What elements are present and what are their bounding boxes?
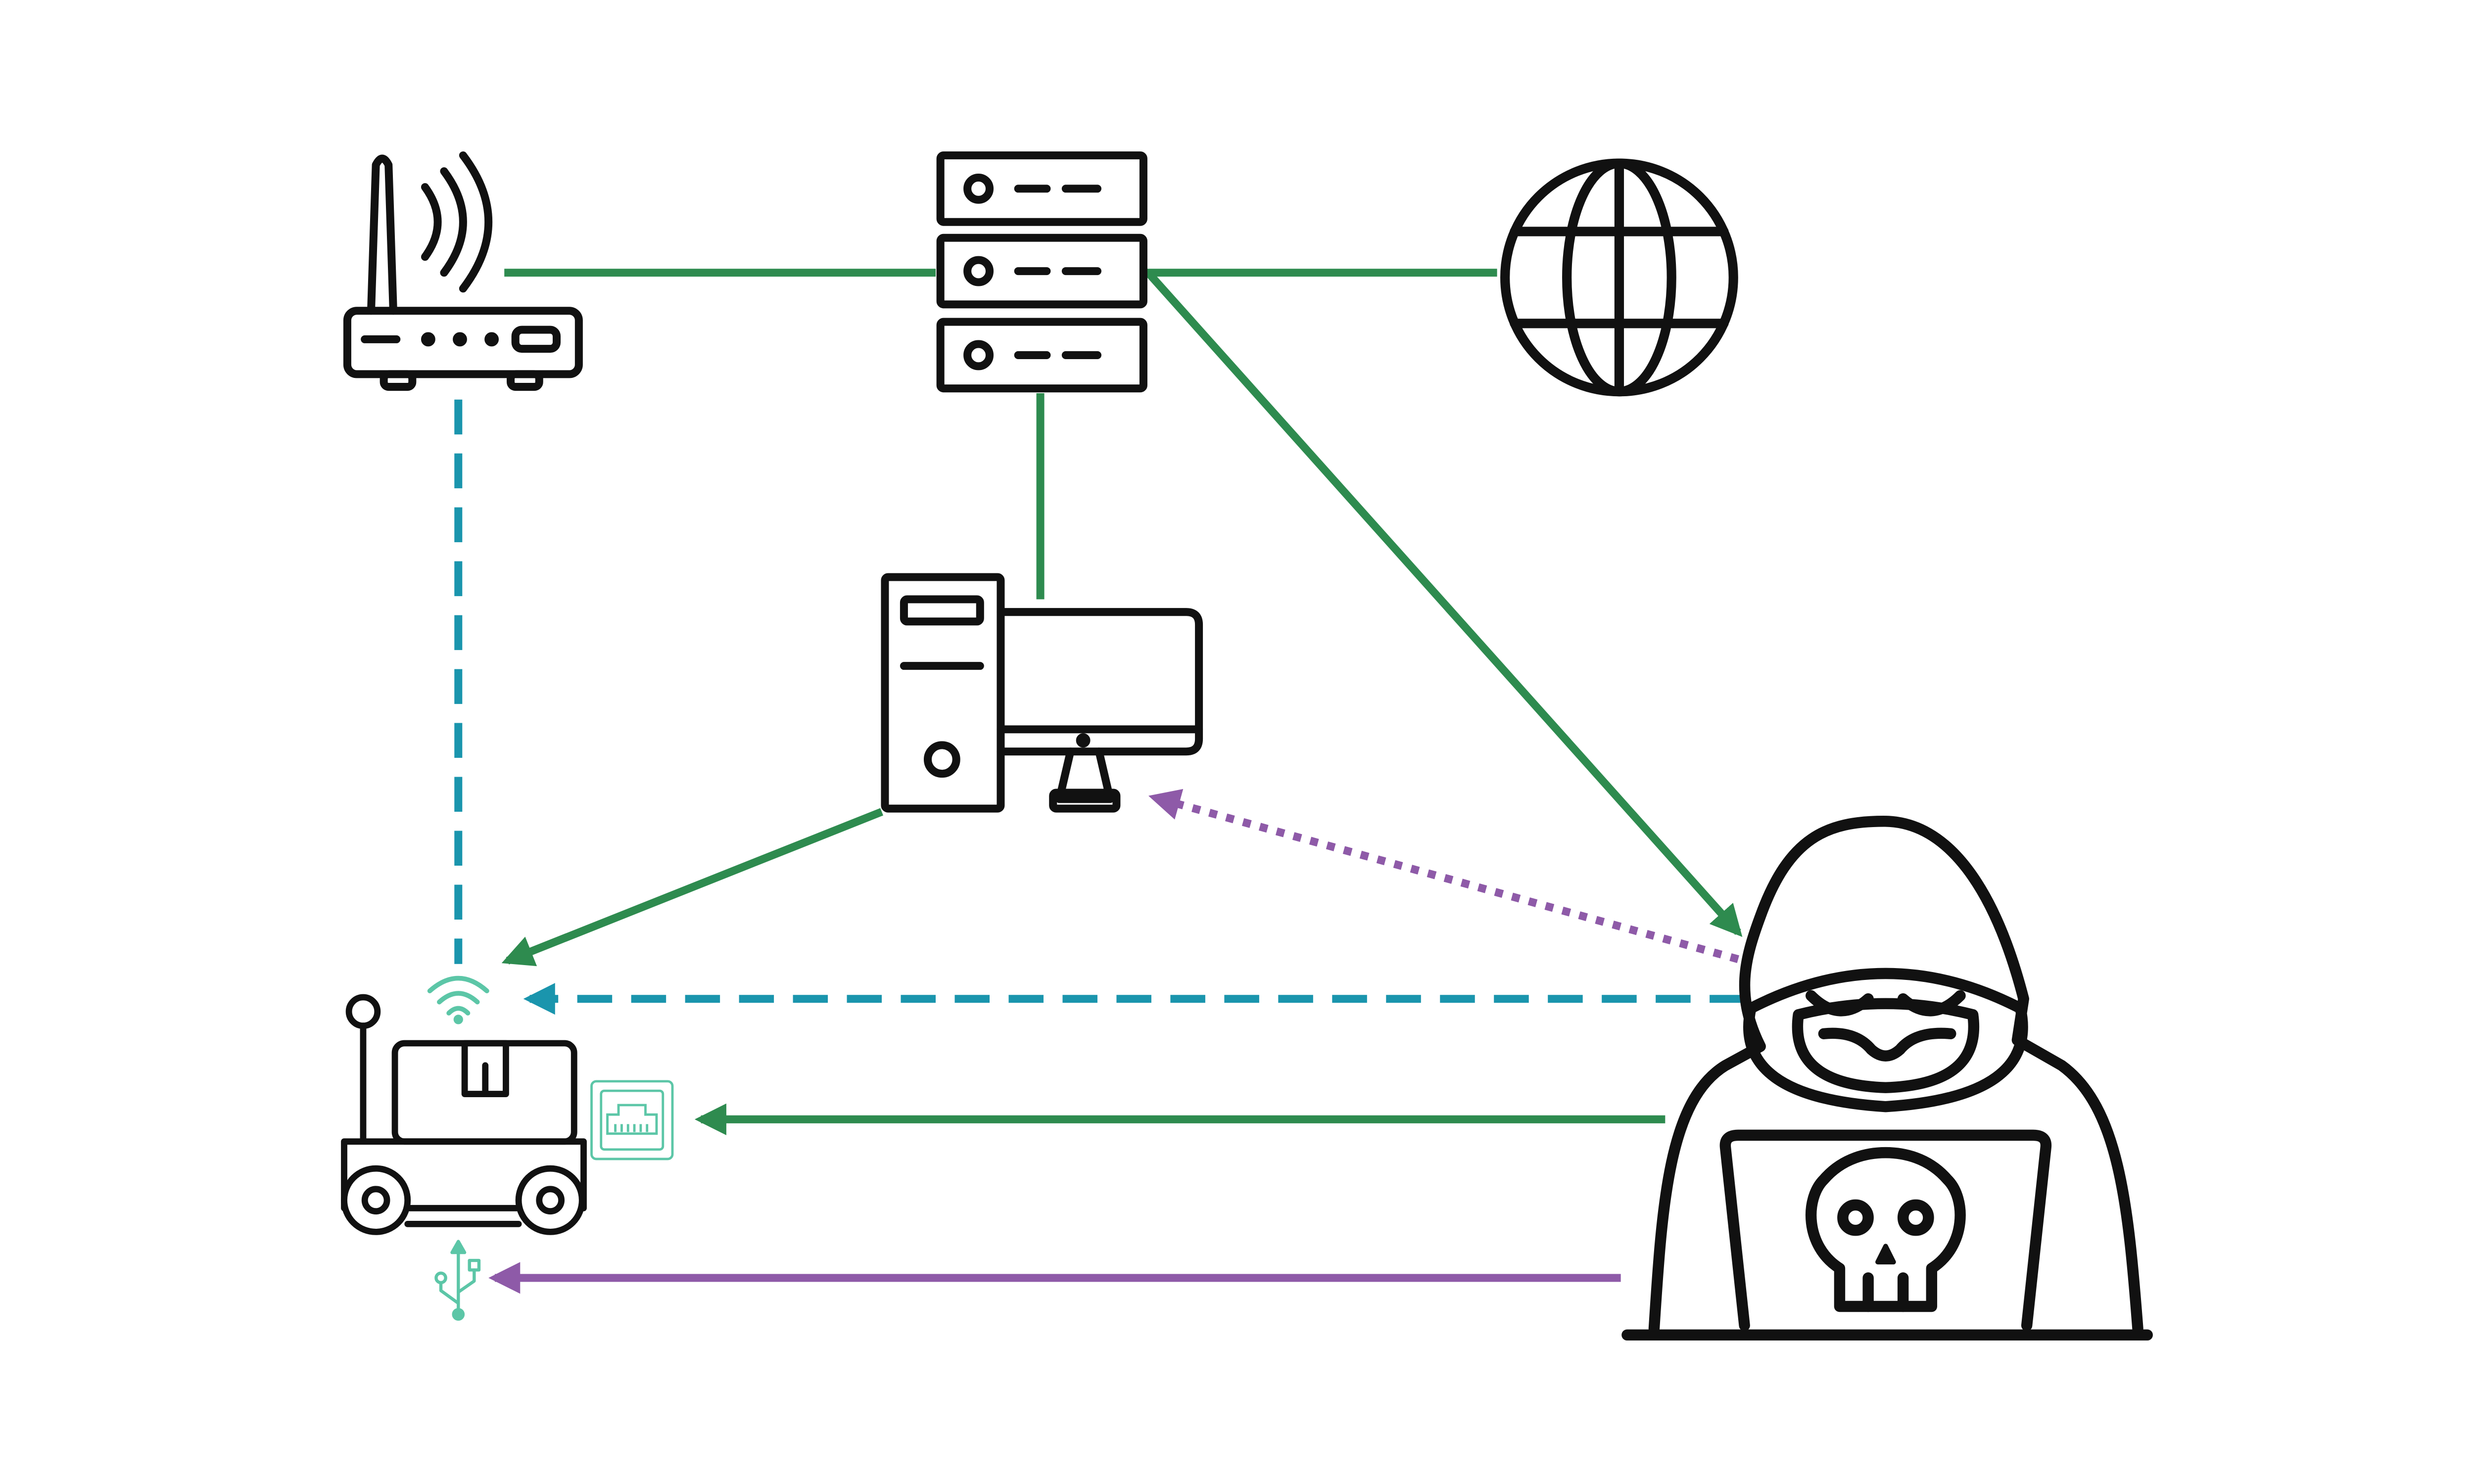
globe-icon <box>1500 158 1738 397</box>
links <box>454 269 1745 1294</box>
link-attacker-workstation-dotted <box>1148 788 1739 963</box>
desktop-computer-icon <box>881 573 1203 813</box>
delivery-robot-icon <box>341 994 587 1235</box>
usb-port-icon <box>434 1240 481 1321</box>
hooded-hacker-with-laptop-icon <box>1621 816 2153 1341</box>
server-rack-icon <box>936 151 1147 393</box>
wifi-router-icon <box>343 151 583 391</box>
link-workstation-robot <box>501 808 884 967</box>
link-server-attacker <box>1145 270 1743 937</box>
ethernet-port-icon <box>590 1080 674 1160</box>
wifi-port-icon <box>427 975 489 1024</box>
